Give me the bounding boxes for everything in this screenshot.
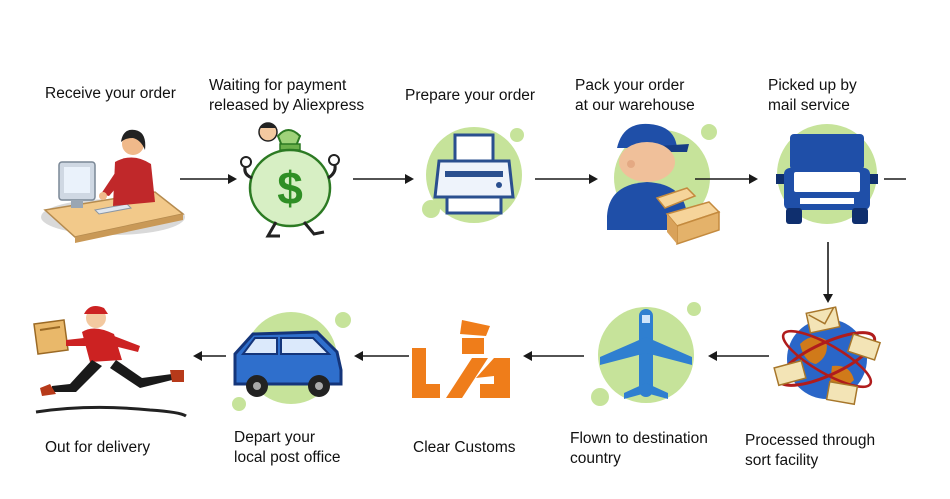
label-line: Processed through <box>745 432 876 449</box>
label-line: at our warehouse <box>575 97 695 114</box>
label-line: Receive your order <box>45 85 176 102</box>
printer-icon <box>417 117 532 232</box>
label-line: Clear Customs <box>413 439 516 456</box>
step-label-sort: Processed through sort facility <box>745 431 875 471</box>
receive-order-icon <box>35 122 185 247</box>
step-label-flown: Flown to destination country <box>570 429 708 469</box>
label-line: local post office <box>234 449 341 466</box>
svg-text:$: $ <box>277 162 303 214</box>
car-icon <box>225 308 355 413</box>
globe-mail-icon <box>770 304 885 414</box>
arrow-1-to-2 <box>180 174 237 184</box>
label-line: Prepare your order <box>405 87 536 104</box>
step-label-pickup: Picked up by mail service <box>768 76 857 116</box>
label-line: country <box>570 450 621 467</box>
label-line: Flown to destination <box>570 430 708 447</box>
airplane-icon <box>586 293 706 413</box>
arrow-6-to-7 <box>708 351 769 361</box>
step-label-depart: Depart your local post office <box>234 428 341 468</box>
label-line: sort facility <box>745 452 819 469</box>
label-line: Picked up by <box>768 77 857 94</box>
customs-officer-icon <box>410 318 515 403</box>
label-line: released by Aliexpress <box>209 97 365 114</box>
label-line: mail service <box>768 97 850 114</box>
step-label-receive: Receive your order <box>45 84 176 104</box>
label-line: Depart your <box>234 429 315 446</box>
delivery-man-icon <box>30 300 190 420</box>
step-label-payment: Waiting for payment released by Aliexpre… <box>209 76 364 116</box>
label-line: Out for delivery <box>45 439 151 456</box>
arrow-5-to-6 <box>823 242 833 303</box>
arrow-4-to-5 <box>695 174 758 184</box>
warehouse-worker-icon <box>597 118 722 248</box>
money-bag-icon: $ <box>238 116 343 241</box>
arrow-3-to-4 <box>535 174 598 184</box>
truck-icon <box>770 116 885 236</box>
arrow-edge-right <box>884 178 906 180</box>
arrow-7-to-8 <box>523 351 584 361</box>
arrow-9-to-10 <box>193 351 226 361</box>
arrow-8-to-9 <box>354 351 409 361</box>
step-label-customs: Clear Customs <box>413 438 516 458</box>
step-label-delivery: Out for delivery <box>45 438 150 458</box>
step-label-pack: Pack your order at our warehouse <box>575 76 695 116</box>
step-label-prepare: Prepare your order <box>405 86 535 106</box>
label-line: Waiting for payment <box>209 77 347 94</box>
label-line: Pack your order <box>575 77 685 94</box>
arrow-2-to-3 <box>353 174 414 184</box>
